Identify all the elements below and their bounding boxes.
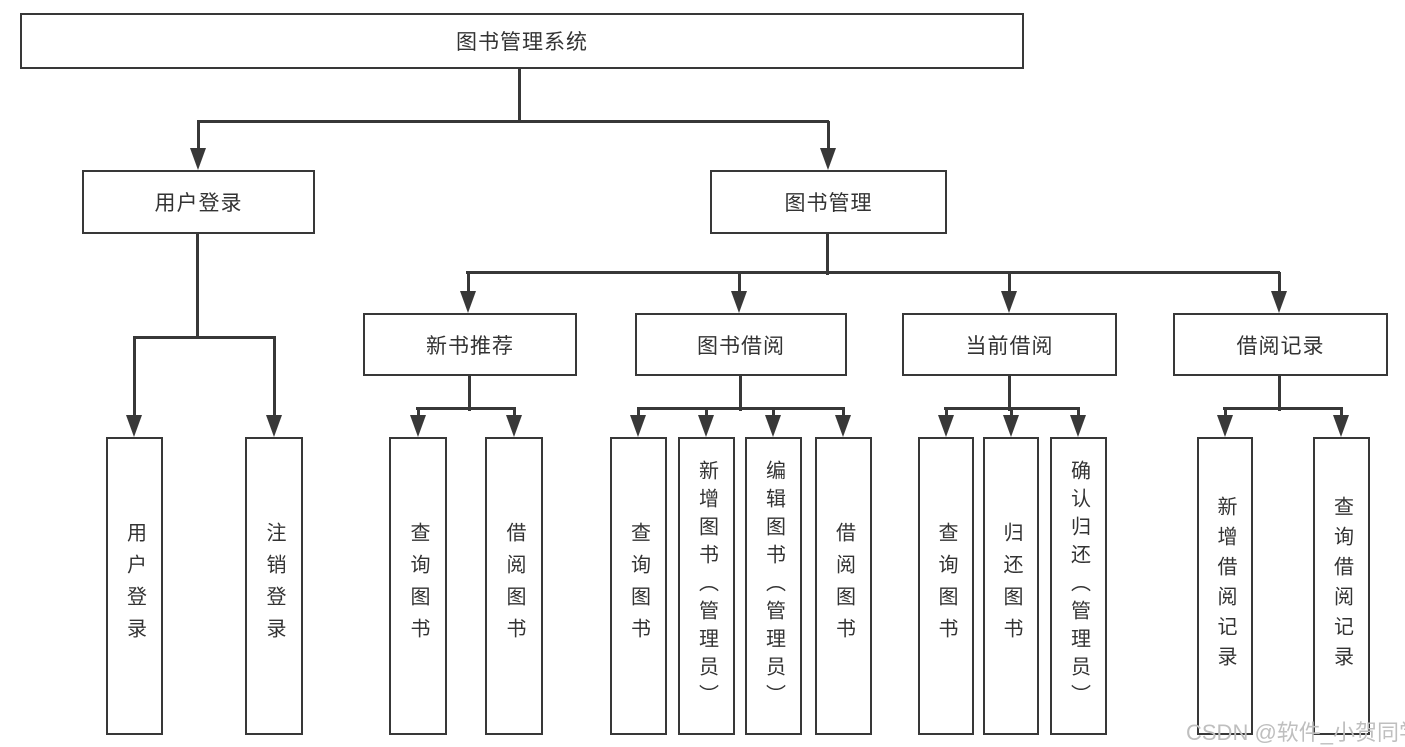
arrow-to-leaf-borrow-books-2 [835,408,851,437]
arrow-to-leaf-borrow-books-1 [506,408,522,437]
connector-root-stem [518,69,521,123]
node-book-borrow: 图书借阅 [635,313,847,376]
node-user-login-label: 用户登录 [154,192,243,215]
arrow-to-current-borrow [1001,272,1017,313]
leaf-borrow-books-2-label: 借阅图书 [832,522,855,650]
connector-book-borrow-split [637,407,845,410]
connector-book-management-stem [826,234,829,275]
leaf-logout-label: 注销登录 [263,522,285,650]
leaf-add-book-admin-label: 新增图书（管理员） [695,460,718,712]
arrow-to-leaf-user-login [126,336,142,437]
connector-book-borrow-stem [739,376,742,411]
connector-level1-split [197,120,829,123]
node-new-book-recommendation: 新书推荐 [363,313,577,376]
node-user-login: 用户登录 [82,170,315,234]
connector-user-login-stem [196,234,199,339]
leaf-add-borrow-record-label: 新增借阅记录 [1214,496,1236,676]
leaf-add-book-admin: 新增图书（管理员） [678,437,735,735]
arrow-to-leaf-confirm-return [1070,408,1086,437]
leaf-query-books-2: 查询图书 [610,437,667,735]
arrow-to-leaf-query-books-3 [938,408,954,437]
watermark-text: CSDN @软件_小贺同学 [1186,720,1405,745]
leaf-borrow-books-2: 借阅图书 [815,437,872,735]
connector-current-borrow-stem [1008,376,1011,411]
node-root-label: 图书管理系统 [456,31,588,54]
connector-borrow-records-stem [1278,376,1281,411]
arrow-to-leaf-query-books-1 [410,408,426,437]
arrow-to-book-borrow [731,272,747,313]
arrow-to-new-book-recommendation [460,272,476,313]
leaf-add-borrow-record: 新增借阅记录 [1197,437,1253,735]
leaf-logout: 注销登录 [245,437,303,735]
leaf-confirm-return-admin: 确认归还（管理员） [1050,437,1107,735]
node-book-management-label: 图书管理 [784,192,873,215]
arrow-to-leaf-edit-book [765,408,781,437]
arrow-to-borrow-records [1271,272,1287,313]
leaf-return-book-label: 归还图书 [1000,522,1022,650]
leaf-query-books-2-label: 查询图书 [627,522,650,650]
arrow-to-leaf-return-book [1003,408,1019,437]
node-borrow-records-label: 借阅记录 [1236,334,1325,358]
leaf-edit-book-admin: 编辑图书（管理员） [745,437,802,735]
node-current-borrow-label: 当前借阅 [965,334,1054,358]
leaf-query-books-1: 查询图书 [389,437,447,735]
arrow-to-leaf-logout [266,336,282,437]
leaf-borrow-books-1: 借阅图书 [485,437,543,735]
leaf-confirm-return-admin-label: 确认归还（管理员） [1067,460,1090,712]
arrow-to-user-login [190,121,206,170]
leaf-user-login-label: 用户登录 [123,522,146,650]
leaf-user-login: 用户登录 [106,437,163,735]
connector-borrow-records-split [1223,407,1343,410]
node-book-borrow-label: 图书借阅 [697,334,785,358]
node-root: 图书管理系统 [20,13,1024,69]
node-borrow-records: 借阅记录 [1173,313,1388,376]
arrow-to-leaf-query-borrow-record [1333,408,1349,437]
node-current-borrow: 当前借阅 [902,313,1117,376]
connector-level2-split [466,271,1280,274]
leaf-query-borrow-record: 查询借阅记录 [1313,437,1370,735]
connector-user-login-split [133,336,275,339]
node-book-management: 图书管理 [710,170,947,234]
arrow-to-book-management [820,121,836,170]
leaf-borrow-books-1-label: 借阅图书 [503,522,525,650]
leaf-edit-book-admin-label: 编辑图书（管理员） [762,460,785,712]
connector-new-book-split [416,407,516,410]
leaf-query-borrow-record-label: 查询借阅记录 [1330,496,1353,676]
leaf-query-books-3-label: 查询图书 [935,522,957,650]
arrow-to-leaf-query-books-2 [630,408,646,437]
arrow-to-leaf-add-borrow-record [1217,408,1233,437]
connector-new-book-stem [468,376,471,411]
leaf-query-books-3: 查询图书 [918,437,974,735]
node-new-book-recommendation-label: 新书推荐 [426,334,514,358]
leaf-query-books-1-label: 查询图书 [407,522,429,650]
arrow-to-leaf-add-book [698,408,714,437]
leaf-return-book: 归还图书 [983,437,1039,735]
